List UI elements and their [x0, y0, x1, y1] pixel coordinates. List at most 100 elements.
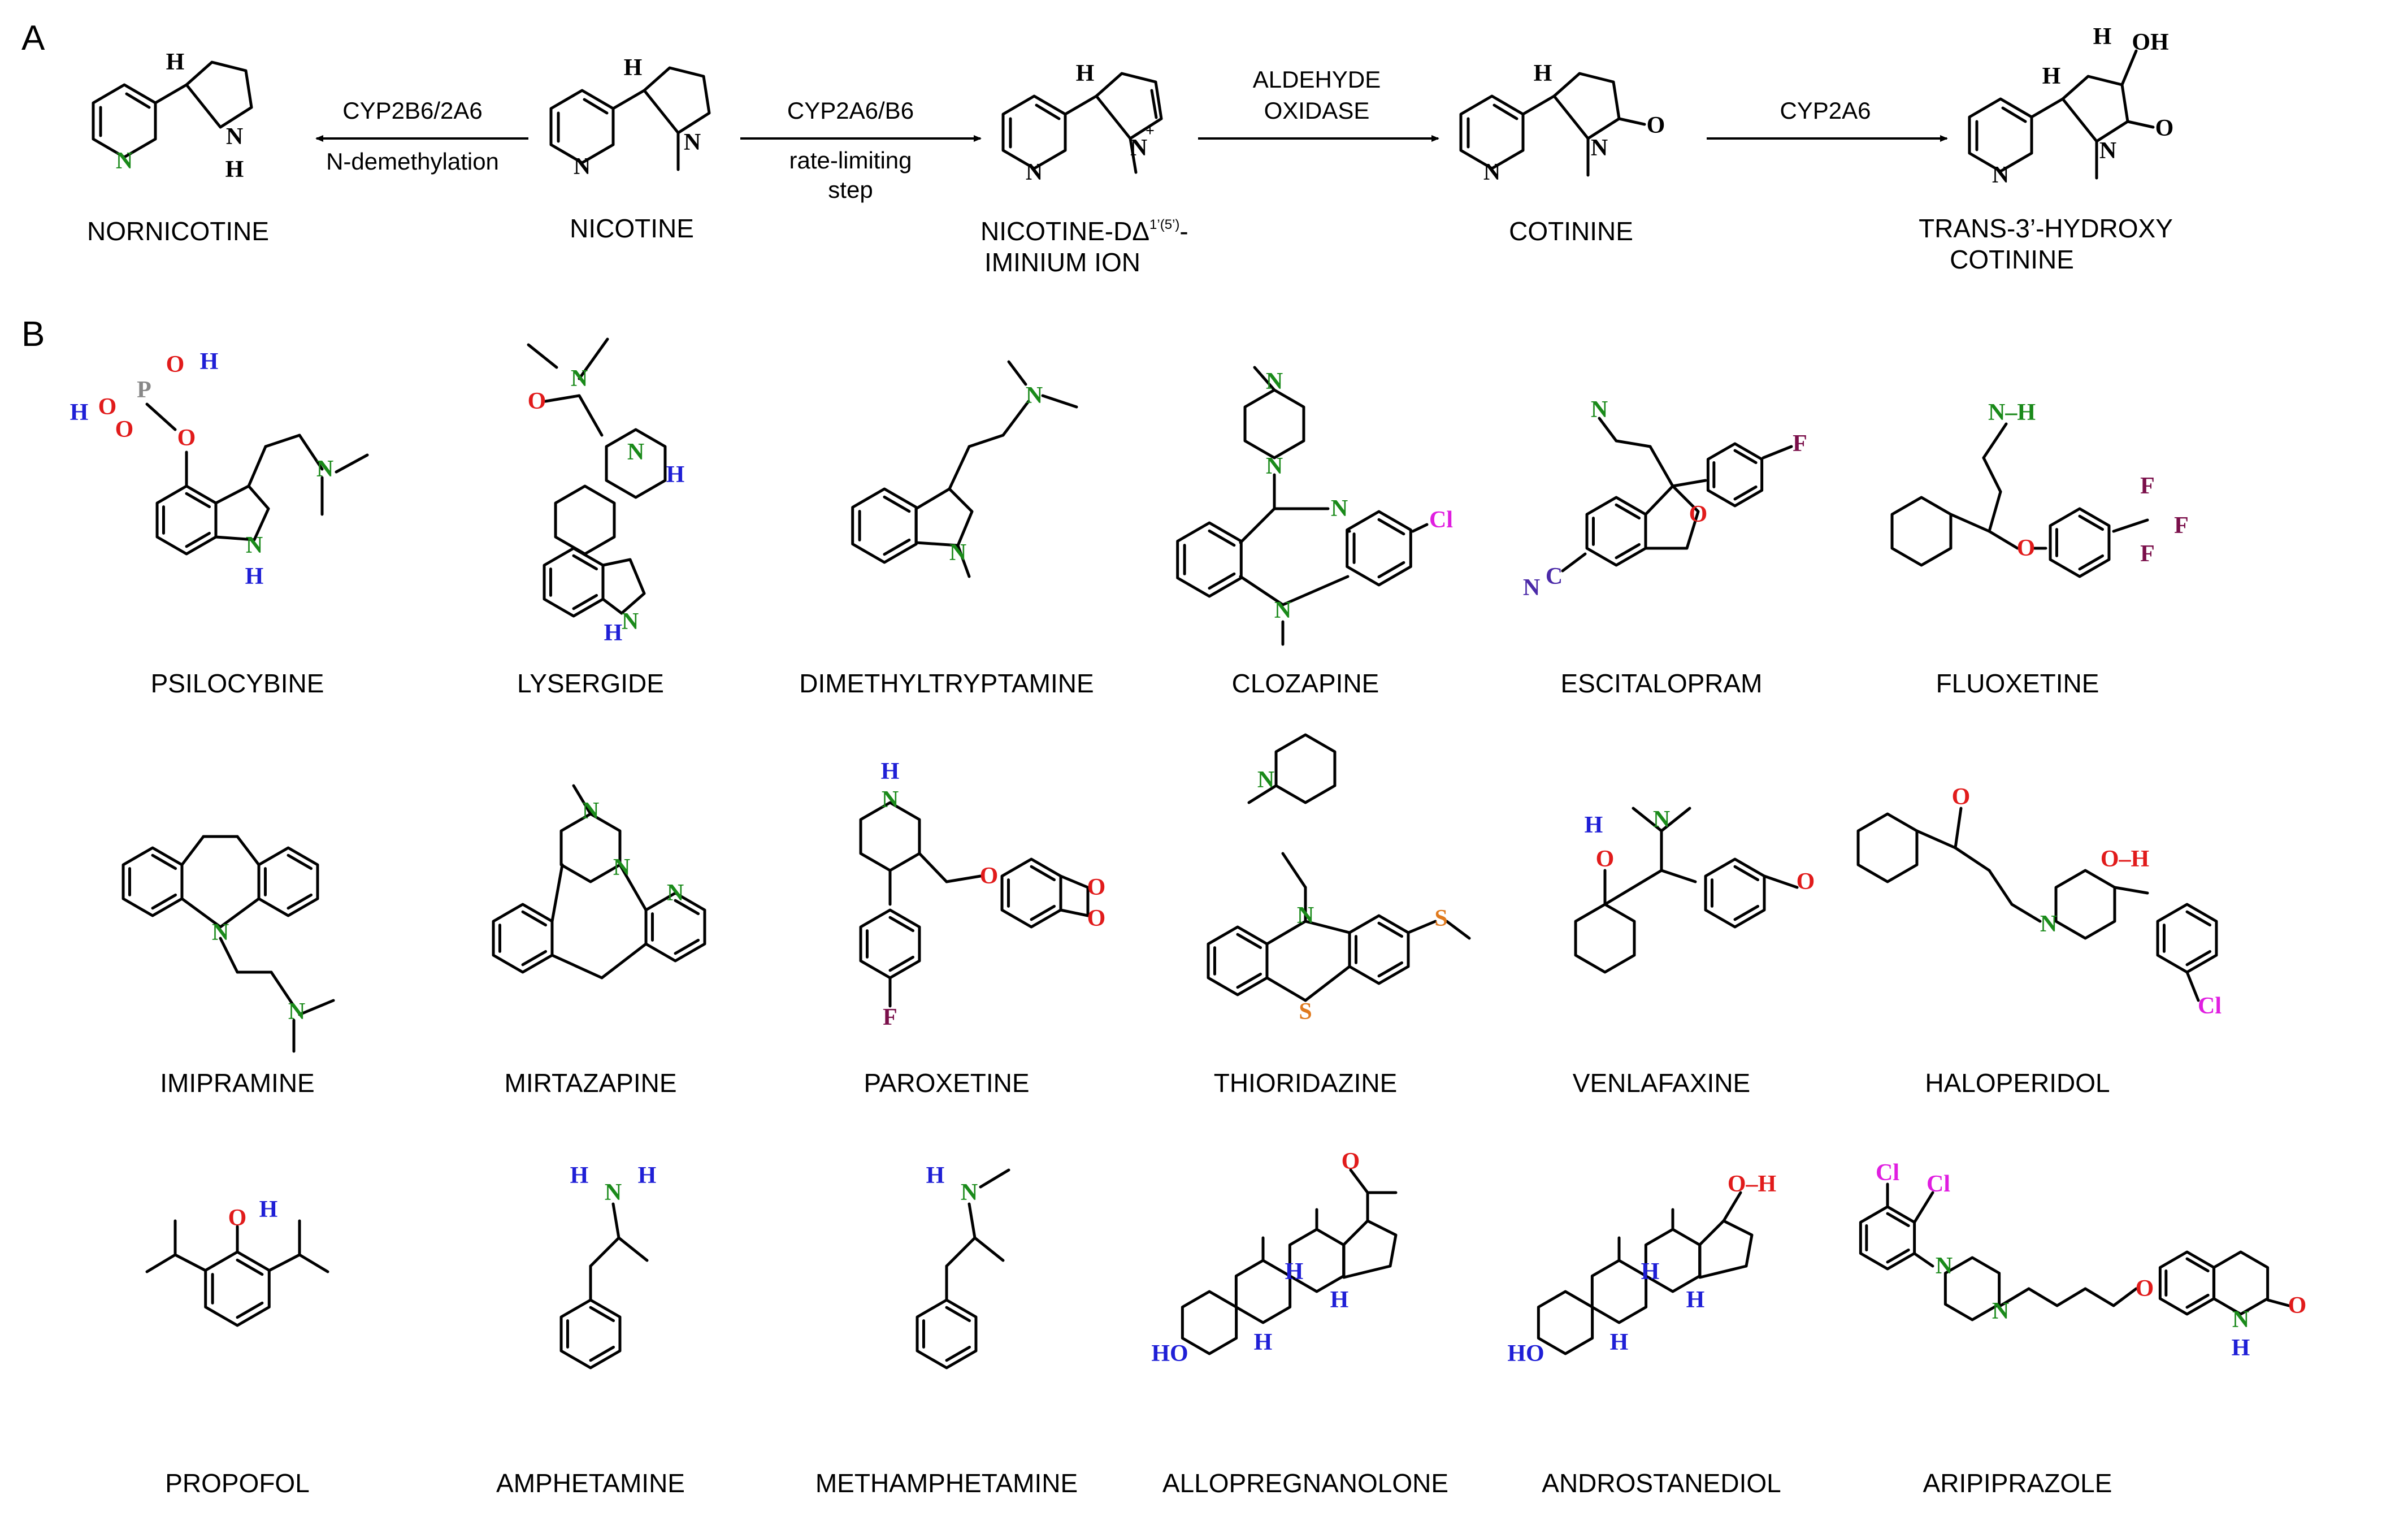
atom-label: O	[528, 388, 546, 414]
atom-label: N–H	[1988, 400, 2036, 426]
atom-o: O	[2155, 115, 2174, 141]
atom-label: N	[1266, 453, 1283, 479]
atom-label: F	[2174, 513, 2189, 539]
atom-label: O	[166, 352, 185, 378]
atom-label: O	[2017, 535, 2036, 561]
drug-structure: NNN	[492, 784, 706, 980]
drug-structure: NH	[916, 1163, 1010, 1370]
atom-label: N	[316, 456, 333, 482]
atom-n: N	[1026, 159, 1043, 185]
atom-h: H	[1534, 60, 1552, 86]
drug-label: METHAMPHETAMINE	[815, 1468, 1078, 1498]
atom-label: O	[1596, 846, 1615, 872]
atom-label: H	[604, 620, 623, 646]
drug-label: ESCITALOPRAM	[1561, 669, 1763, 698]
atom-label: O	[1952, 784, 1971, 810]
drug-label: LYSERGIDE	[517, 669, 664, 698]
reaction-enzyme-label: CYP2A6	[1780, 97, 1871, 124]
atom-label: HO	[1151, 1341, 1188, 1367]
drug-label: IMIPRAMINE	[160, 1068, 314, 1098]
nicotine-label: NICOTINE	[570, 214, 694, 243]
reaction-enzyme-label: OXIDASE	[1264, 97, 1370, 124]
atom-label: H	[666, 462, 685, 488]
atom-h: H	[166, 49, 185, 75]
atom-n: N	[1130, 135, 1147, 161]
drug-structure: ONO–HCl	[1856, 784, 2222, 1019]
reaction-description: rate-limiting	[789, 147, 912, 174]
hydroxycotinine-label-line1: TRANS-3’-HYDROXY	[1919, 214, 2173, 243]
atom-label: N	[961, 1180, 978, 1206]
atom-oh: OH	[2132, 29, 2168, 55]
atom-label: N	[1936, 1253, 1953, 1279]
nornicotine-label: NORNICOTINE	[87, 216, 269, 246]
reaction-enzyme-label: ALDEHYDE	[1253, 66, 1381, 93]
atom-label: H	[259, 1197, 278, 1223]
drug-label: PAROXETINE	[864, 1068, 1029, 1098]
atom-label: N	[2232, 1307, 2249, 1333]
atom-label: O	[1797, 869, 1815, 895]
atom-label: H	[1254, 1329, 1273, 1355]
atom-label: N	[2040, 911, 2057, 937]
atom-n: N	[1483, 159, 1500, 185]
atom-label: H	[1610, 1329, 1629, 1355]
atom-label: O	[1342, 1149, 1360, 1175]
atom-label: H	[570, 1163, 589, 1189]
atom-label: O	[1689, 501, 1708, 527]
drug-label: FLUOXETINE	[1936, 669, 2099, 698]
atom-label: N	[571, 366, 588, 392]
atom-label: O	[2136, 1276, 2154, 1302]
atom-n: N	[1591, 135, 1608, 161]
panel-label-a: A	[21, 19, 45, 58]
iminium-label: NICOTINE-DΔ1’(5’)-	[980, 216, 1188, 246]
atom-label: F	[1793, 431, 1807, 457]
drug-label: DIMETHYLTRYPTAMINE	[799, 669, 1094, 698]
hydroxycotinine-structure: N H N O H OH	[1968, 24, 2174, 188]
drug-label: ALLOPREGNANOLONE	[1162, 1468, 1448, 1498]
drug-label: CLOZAPINE	[1232, 669, 1379, 698]
atom-h: H	[2093, 24, 2112, 50]
reaction-enzyme-label: CYP2A6/B6	[787, 97, 914, 124]
atom-n: N	[116, 148, 133, 174]
atom-label: N	[246, 532, 263, 558]
atom-label: Cl	[1927, 1171, 1950, 1197]
atom-label: N	[1266, 369, 1283, 395]
atom-label: H	[70, 400, 89, 426]
atom-label: H	[200, 349, 219, 375]
drug-structure: NN	[851, 360, 1078, 578]
atom-label: H	[245, 564, 264, 590]
atom-label: O	[2288, 1293, 2307, 1319]
atom-label: N	[1026, 383, 1043, 409]
atom-label: H	[1285, 1259, 1304, 1285]
atom-h: H	[2042, 63, 2061, 89]
atom-label: N	[1274, 597, 1291, 623]
atom-label: O	[98, 394, 117, 420]
atom-label: H	[881, 759, 900, 785]
atom-label: N	[667, 880, 684, 906]
atom-label: O	[980, 863, 999, 889]
atom-label: O	[1087, 874, 1106, 900]
drug-label: PSILOCYBINE	[151, 669, 324, 698]
atom-label: N	[1257, 767, 1274, 793]
atom-label: Cl	[1876, 1160, 1899, 1186]
atom-label: F	[2140, 541, 2155, 567]
atom-label: N	[949, 540, 966, 566]
atom-label: Cl	[2198, 993, 2222, 1019]
drug-label: MIRTAZAPINE	[505, 1068, 677, 1098]
atom-label: O	[177, 425, 196, 451]
cotinine-structure: N H N O	[1459, 60, 1665, 185]
drug-label: AMPHETAMINE	[496, 1468, 685, 1498]
reaction-enzyme-label: CYP2B6/2A6	[342, 97, 483, 124]
atom-label: O	[1087, 905, 1106, 931]
atom-n: N	[574, 154, 591, 180]
panel-label-b: B	[21, 315, 45, 354]
atom-label: H	[1641, 1259, 1660, 1285]
